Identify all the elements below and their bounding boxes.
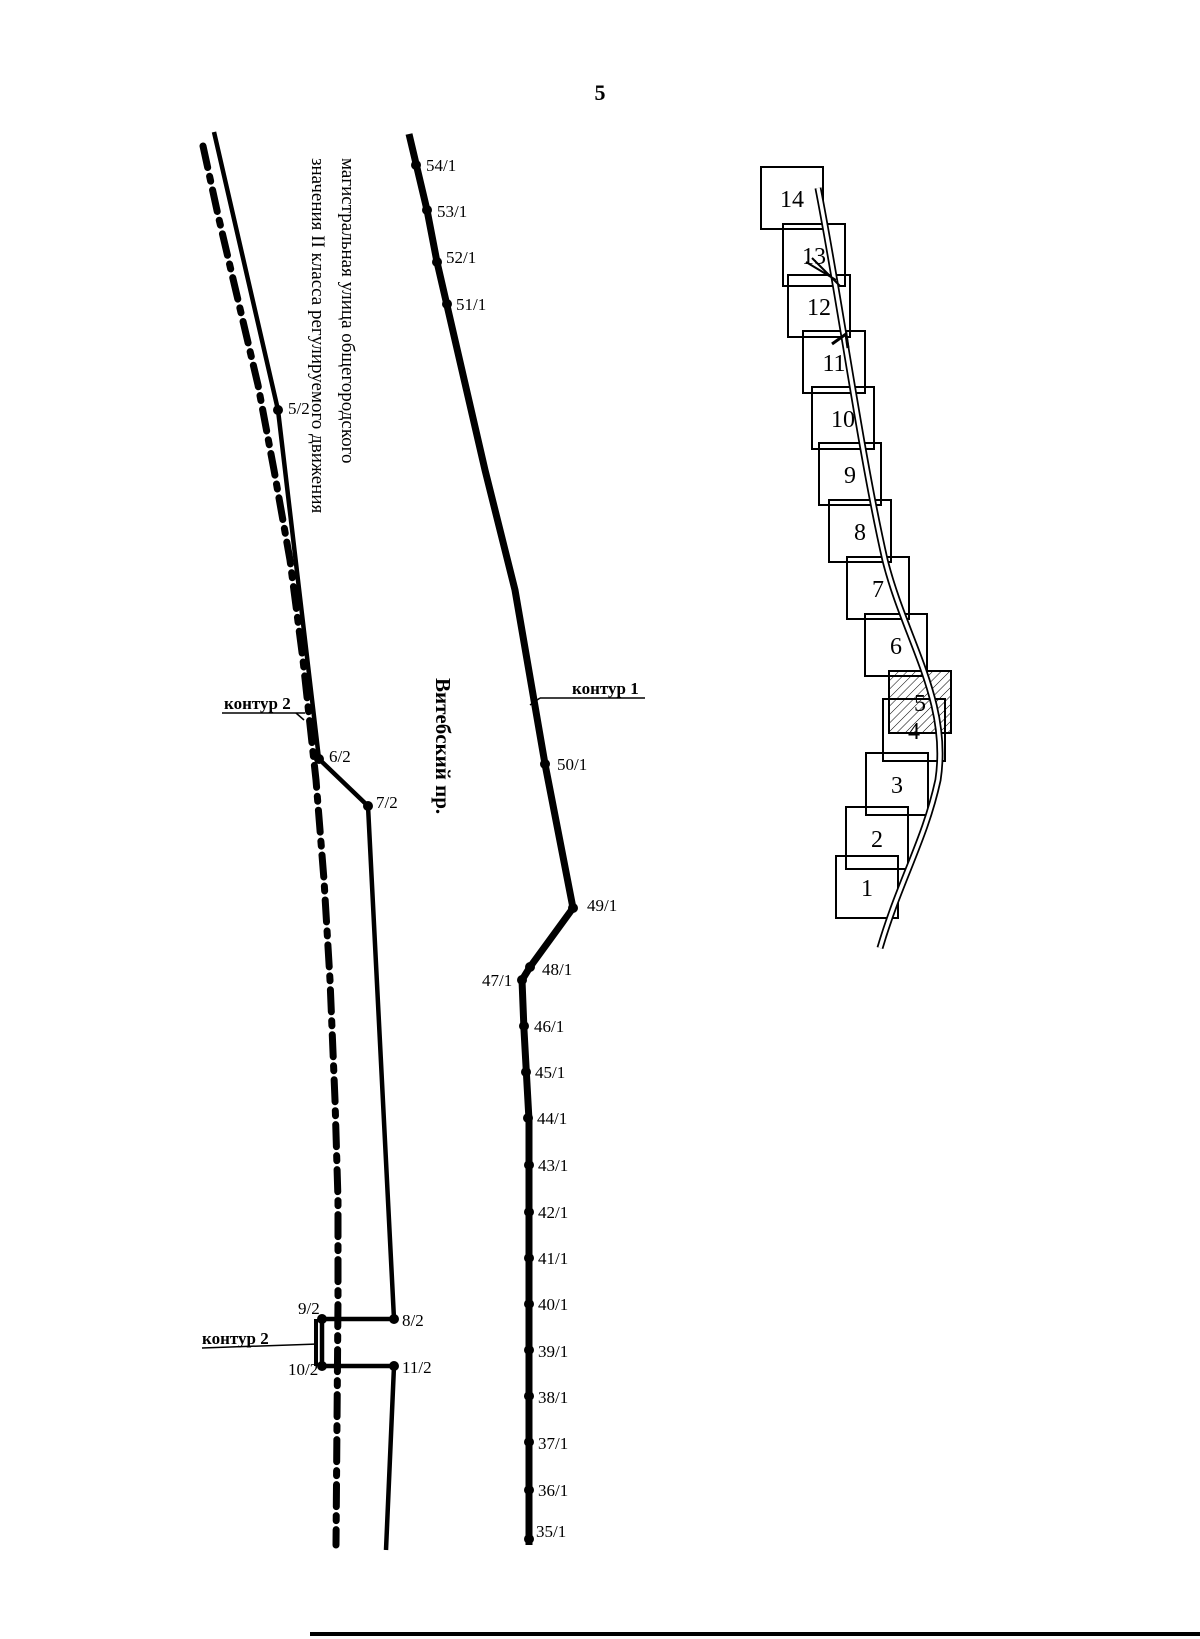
- overview-sheet-frame: [818, 442, 882, 506]
- overview-sheet-number: 7: [872, 577, 884, 603]
- contour-2-point-marker: [314, 754, 324, 764]
- contour-1-point-marker: [521, 1067, 531, 1077]
- contour-2-point-marker: [273, 405, 283, 415]
- overview-sheet-frame: [845, 806, 909, 870]
- contour-1-point-marker: [432, 257, 442, 267]
- overview-sheet-number: 2: [871, 827, 883, 853]
- contour-1-point-marker: [568, 903, 578, 913]
- contour-2-point-marker: [317, 1361, 327, 1371]
- contour-2-point-marker: [317, 1314, 327, 1324]
- contour-1-point-label: 41/1: [538, 1249, 568, 1268]
- contour-1-point-marker: [524, 1345, 534, 1355]
- overview-branch-mark: [805, 257, 841, 287]
- contour-1-point-label: 49/1: [587, 896, 617, 915]
- sheet-index-overview: 1234567891011121314: [760, 166, 952, 949]
- overview-sheet-number: 10: [831, 407, 855, 433]
- contour-1-point-marker: [524, 1299, 534, 1309]
- overview-sheet-number: 5: [914, 691, 926, 717]
- overview-sheet-number: 6: [890, 634, 902, 660]
- overview-sheet-number: 9: [844, 463, 856, 489]
- contour-1-point-marker: [442, 299, 452, 309]
- contour-1-point-marker: [519, 1021, 529, 1031]
- overview-route-line-inner: [816, 187, 942, 949]
- contour-2-point-label: 6/2: [329, 747, 351, 766]
- contour-1-point-label: 42/1: [538, 1203, 568, 1222]
- overview-sheet-frame: [811, 386, 875, 450]
- contour-2-point-label: 8/2: [402, 1311, 424, 1330]
- contour-1-point-marker: [517, 975, 527, 985]
- contour-1-point-marker: [524, 1207, 534, 1217]
- contour-1-point-label: 52/1: [446, 248, 476, 267]
- overview-sheet-frame: [802, 330, 866, 394]
- contour-2-point-label: 9/2: [298, 1299, 320, 1318]
- contour-1-point-marker: [524, 1160, 534, 1170]
- overview-sheet-number: 8: [854, 520, 866, 546]
- contour-1-point-label: 46/1: [534, 1017, 564, 1036]
- contour-1-point-label: 35/1: [536, 1522, 566, 1541]
- street-label-line1: магистральная улица общегородского: [337, 158, 358, 463]
- contour-1-point-label: 54/1: [426, 156, 456, 175]
- overview-sheet-frame: [787, 274, 851, 338]
- page-bottom-rule: [310, 1632, 1200, 1636]
- contour1-callout-leader: [529, 697, 541, 706]
- contour-2-point-label: 5/2: [288, 399, 310, 418]
- overview-sheet-number: 3: [891, 773, 903, 799]
- contour-1-point-label: 51/1: [456, 295, 486, 314]
- contour-1-point-label: 43/1: [538, 1156, 568, 1175]
- contour2-lower-callout: контур 2: [202, 1329, 269, 1348]
- contour-1-point-label: 37/1: [538, 1434, 568, 1453]
- contour-1-point-marker: [540, 759, 550, 769]
- contour-1-point-marker: [524, 1437, 534, 1447]
- contour-1-point-label: 38/1: [538, 1388, 568, 1407]
- contour-1-point-label: 53/1: [437, 202, 467, 221]
- overview-sheet-number: 14: [780, 187, 804, 213]
- contour-1-point-marker: [524, 1534, 534, 1544]
- contour2-lower-callout-underline: [201, 1343, 319, 1349]
- street-label: магистральная улица общегородского значе…: [307, 158, 358, 514]
- contour2-upper-callout-leader: [295, 712, 305, 721]
- red-line-boundary: [199, 142, 342, 1549]
- contour-1-point-label: 36/1: [538, 1481, 568, 1500]
- overview-sheet-number: 12: [807, 295, 831, 321]
- contour-1-point-marker: [524, 1253, 534, 1263]
- contour2-upper-callout: контур 2: [224, 694, 291, 713]
- contour1-callout: контур 1: [572, 679, 639, 698]
- contour-2-points: 5/2 6/2 7/2 8/2 9/2 10/2 11/2: [273, 399, 432, 1379]
- contour-1-point-marker: [422, 205, 432, 215]
- overview-sheet-frame: [846, 556, 910, 620]
- contour-1-point-label: 50/1: [557, 755, 587, 774]
- contour-2-point-marker: [389, 1314, 399, 1324]
- contour-1-point-marker: [524, 1391, 534, 1401]
- contour-2-point-label: 7/2: [376, 793, 398, 812]
- overview-sheet-frame: [828, 499, 892, 563]
- overview-hook-mark: [831, 331, 850, 349]
- contour-1-point-marker: [525, 962, 535, 972]
- contour-1-points: 54/1 53/1 52/1 51/1 50/1 49/1 48/1 47/1 46/1 45/1…: [411, 156, 617, 1544]
- contour-1-point-marker: [523, 1113, 533, 1123]
- contour-1-point-label: 47/1: [482, 971, 512, 990]
- street-label-line2: значения II класса регулируемого движени…: [307, 158, 328, 514]
- contour-1-point-label: 39/1: [538, 1342, 568, 1361]
- overview-sheet-number: 11: [822, 351, 845, 377]
- contour-1-point-label: 45/1: [535, 1063, 565, 1082]
- contour-1-point-label: 40/1: [538, 1295, 568, 1314]
- overview-sheet-frame: [782, 223, 846, 287]
- contour-1-point-marker: [524, 1485, 534, 1495]
- contour-2-point-label: 11/2: [402, 1358, 432, 1377]
- contour-1-point-label: 44/1: [537, 1109, 567, 1128]
- contour-2-point-label: 10/2: [288, 1360, 318, 1379]
- contour-2-point-marker: [363, 801, 373, 811]
- overview-sheet-number: 1: [861, 876, 873, 902]
- avenue-label: Витебский пр.: [431, 678, 455, 814]
- avenue-label-group: Витебский пр.: [431, 678, 455, 814]
- overview-sheet-frame: [865, 752, 929, 816]
- contour-1-point-label: 48/1: [542, 960, 572, 979]
- contour-1-line: [405, 133, 577, 1545]
- contour-1-point-marker: [411, 160, 421, 170]
- overview-sheet-frame: [864, 613, 928, 677]
- contour-2-point-marker: [389, 1361, 399, 1371]
- page-number: 5: [595, 80, 606, 105]
